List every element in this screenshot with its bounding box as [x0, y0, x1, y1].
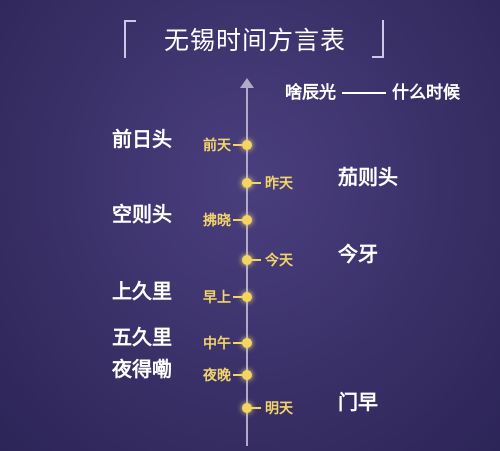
timeline-stem	[233, 374, 243, 376]
timeline-tick-label: 中午	[203, 336, 231, 352]
timeline-axis	[246, 86, 248, 446]
dialect-term: 今牙	[338, 242, 378, 266]
timeline-stem	[233, 296, 243, 298]
axis-arrow-icon	[240, 78, 254, 88]
timeline-dot	[242, 292, 252, 302]
timeline-stem	[251, 259, 261, 261]
timeline-dot	[242, 215, 252, 225]
title-bracket-right	[372, 20, 384, 58]
title-bracket-left	[124, 20, 136, 58]
timeline-stem	[233, 144, 243, 146]
dash-icon	[342, 92, 386, 94]
timeline-dot	[242, 370, 252, 380]
timeline-tick-label: 前天	[203, 138, 231, 154]
timeline-stem	[233, 219, 243, 221]
timeline-dot	[242, 403, 252, 413]
timeline-stem	[233, 342, 243, 344]
timeline-stem	[251, 407, 261, 409]
dialect-term: 前日头	[112, 127, 172, 151]
dialect-term: 门早	[338, 390, 378, 414]
timeline-tick-label: 夜晚	[203, 368, 231, 384]
timeline-tick-label: 早上	[203, 290, 231, 306]
timeline-tick-label: 拂晓	[203, 213, 231, 229]
header-note: 啥辰光 什么时候	[285, 78, 460, 103]
timeline-dot	[242, 178, 252, 188]
timeline-dot	[242, 255, 252, 265]
timeline-tick-label: 昨天	[265, 176, 293, 192]
dialect-term: 上久里	[112, 279, 172, 303]
dialect-term: 五久里	[112, 325, 172, 349]
header-dialect: 啥辰光	[285, 83, 336, 103]
diagram-title: 无锡时间方言表	[163, 26, 346, 55]
timeline-stem	[251, 182, 261, 184]
timeline-dot	[242, 140, 252, 150]
timeline-tick-label: 今天	[265, 253, 293, 269]
dialect-term: 夜得嘞	[112, 357, 172, 381]
timeline-tick-label: 明天	[265, 401, 293, 417]
timeline-dot	[242, 338, 252, 348]
dialect-term: 茄则头	[338, 165, 398, 189]
header-meaning: 什么时候	[392, 83, 460, 103]
dialect-term: 空则头	[112, 202, 172, 226]
